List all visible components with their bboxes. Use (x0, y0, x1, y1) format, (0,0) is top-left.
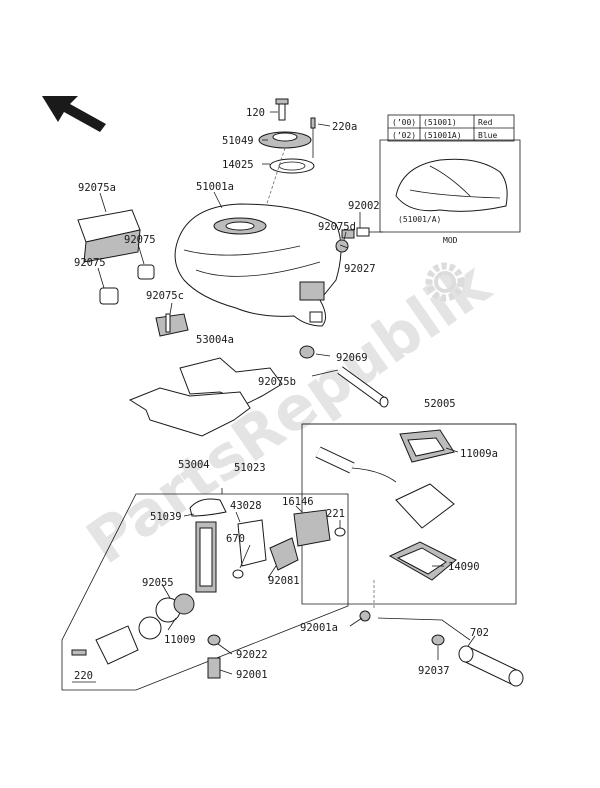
label-92075d: 92075d (318, 221, 356, 233)
hose-702 (377, 617, 524, 687)
label-92075-2: 92075 (74, 257, 106, 269)
inset-tank-cover: (51001/A) MOD (379, 139, 521, 245)
label-14025: 14025 (222, 159, 254, 171)
label-43028: 43028 (230, 500, 262, 512)
label-220: 220 (74, 670, 93, 682)
front-direction-arrow-icon (42, 96, 106, 132)
inset-caption: MOD (443, 236, 458, 245)
label-52005: 52005 (424, 398, 456, 410)
fuel-tap-assembly (61, 493, 349, 691)
fuel-pump-assembly (301, 423, 517, 622)
variant-row2-part: (51001A) (423, 131, 462, 140)
label-92001: 92001 (236, 669, 268, 681)
variant-row1-part: (51001) (423, 118, 457, 127)
label-92037: 92037 (418, 665, 450, 677)
filler-cap-assembly (258, 98, 316, 226)
label-92055: 92055 (142, 577, 174, 589)
label-51049: 51049 (222, 135, 254, 147)
label-670: 670 (226, 533, 245, 545)
label-92069: 92069 (336, 352, 368, 364)
fuel-tank (174, 203, 347, 327)
label-92075b: 92075b (258, 376, 296, 388)
part-labels: 120 220a 51049 14025 51001a 92075a 92075… (72, 107, 498, 683)
leader-lines (97, 111, 476, 675)
variant-row1-color: Red (478, 118, 493, 127)
label-53004: 53004 (178, 459, 210, 471)
label-92075-1: 92075 (124, 234, 156, 246)
variant-row2-color: Blue (478, 131, 497, 140)
label-220a: 220a (332, 121, 357, 133)
inset-part-label: (51001/A) (398, 215, 441, 224)
label-92081: 92081 (268, 575, 300, 587)
label-221: 221 (326, 508, 345, 520)
tank-pads (128, 357, 283, 437)
label-92075c: 92075c (146, 290, 184, 302)
variant-row1-code: (’00) (392, 118, 416, 127)
label-51039: 51039 (150, 511, 182, 523)
label-92001a: 92001a (300, 622, 338, 634)
tank-bracket-parts (77, 209, 189, 337)
label-51023: 51023 (234, 462, 266, 474)
watermark-gear-icon (425, 262, 465, 302)
fuel-hose (337, 366, 389, 408)
label-53004a: 53004a (196, 334, 234, 346)
label-92002: 92002 (348, 200, 380, 212)
variant-row2-code: (’02) (392, 131, 416, 140)
label-92027: 92027 (344, 263, 376, 275)
label-92075a: 92075a (78, 182, 116, 194)
label-16146: 16146 (282, 496, 314, 508)
label-14090: 14090 (448, 561, 480, 573)
label-702: 702 (470, 627, 489, 639)
label-51001a: 51001a (196, 181, 234, 193)
label-92022: 92022 (236, 649, 268, 661)
variant-table: (’00) (51001) Red (’02) (51001A) Blue (387, 114, 515, 142)
label-11009: 11009 (164, 634, 196, 646)
label-120: 120 (246, 107, 265, 119)
label-11009a: 11009a (460, 448, 498, 460)
